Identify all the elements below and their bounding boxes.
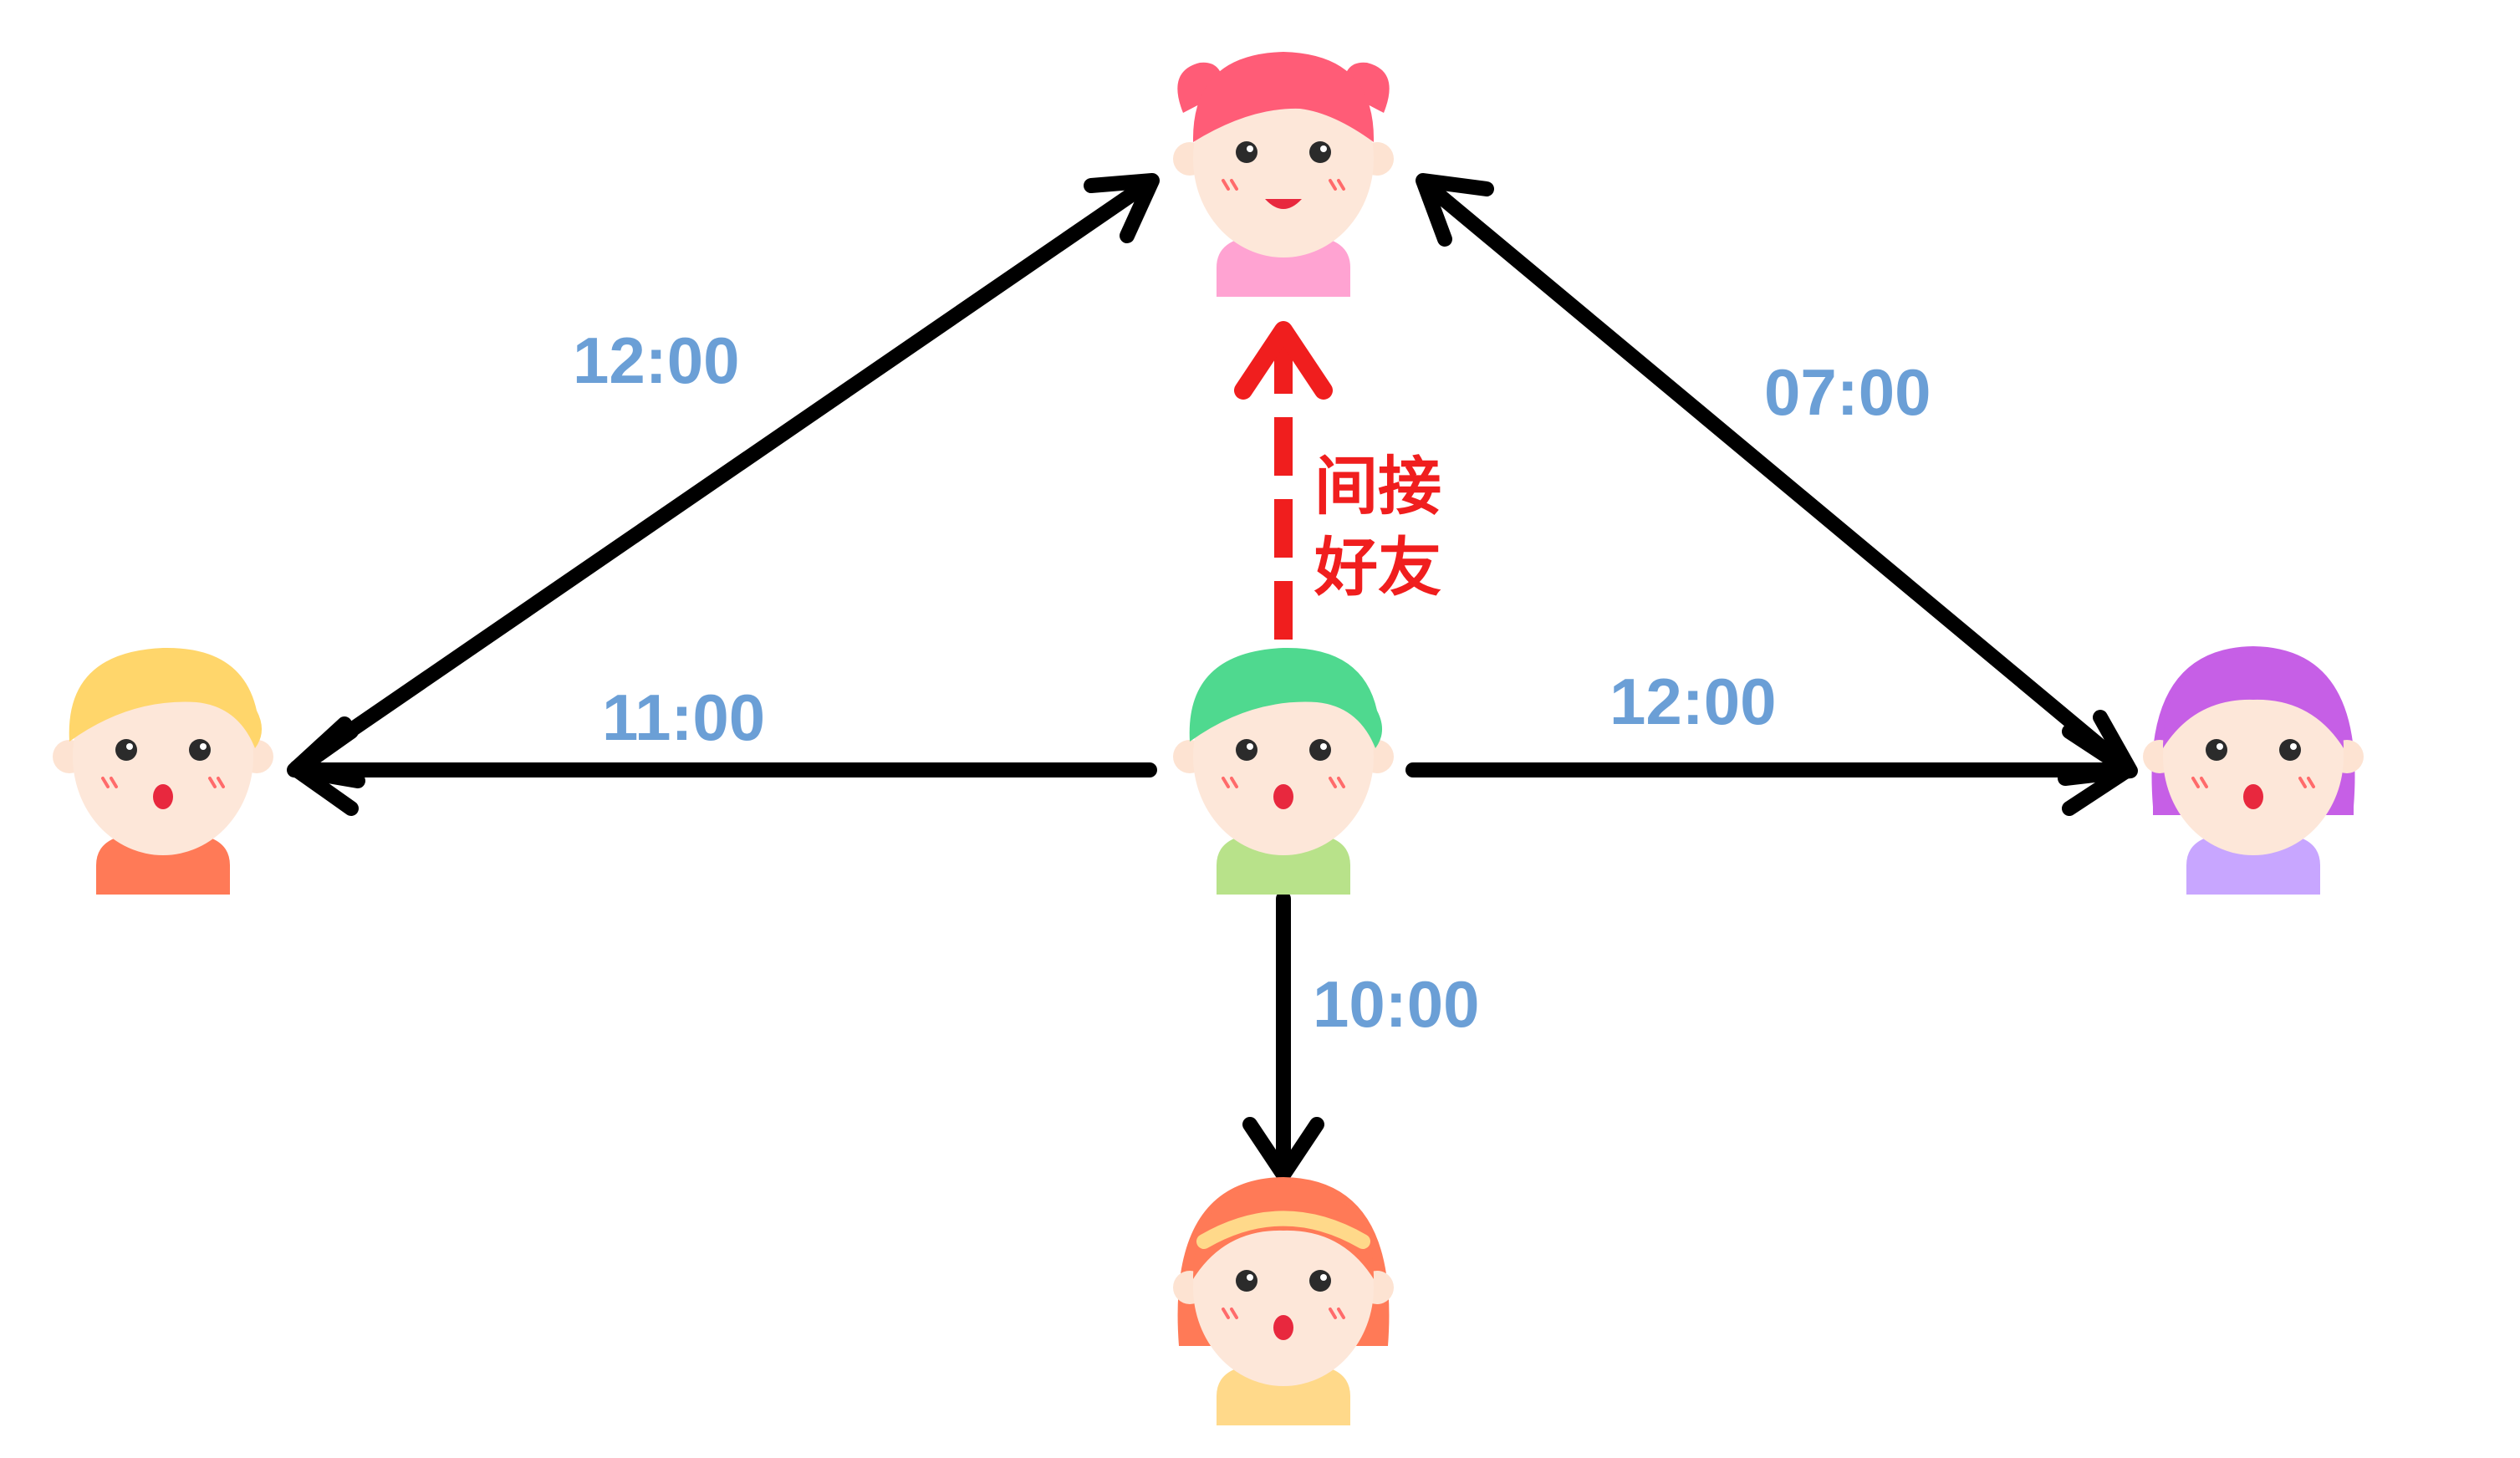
edge-center-to-bottom (1242, 891, 1324, 1182)
arrows (287, 173, 2138, 1182)
boy-icon (51, 647, 275, 895)
edge-right-top (1416, 173, 2138, 786)
arrowhead-left-from-top (287, 716, 365, 788)
time-label-left-top: 12:00 (573, 324, 740, 397)
arrowhead-right-from-top (2058, 710, 2138, 786)
edge-center-to-right (1405, 724, 2135, 816)
time-label-center-bottom: 10:00 (1313, 967, 1480, 1041)
arrowhead-top-from-left (1084, 173, 1160, 243)
avatar-center-boy (1171, 647, 1395, 895)
girl-bob-icon (2141, 646, 2365, 895)
avatar-right-girl (2141, 646, 2365, 895)
avatar-bottom-girl (1171, 1177, 1395, 1425)
indirect-friend-label-line2: 好友 (1314, 530, 1441, 604)
arrowhead-down (1242, 1117, 1324, 1182)
boy-icon (1171, 647, 1395, 895)
time-label-center-left: 11:00 (602, 681, 765, 754)
time-label-center-right: 12:00 (1609, 665, 1777, 738)
arrowhead-indirect-up (1234, 321, 1333, 400)
time-label-right-top: 07:00 (1764, 355, 1931, 429)
girl-pigtails-icon (1171, 52, 1395, 297)
avatar-top-girl (1171, 52, 1395, 297)
edge-labels: 11:00 12:00 10:00 12:00 07:00 间接 好友 (573, 324, 1931, 1041)
girl-headband-icon (1171, 1177, 1395, 1425)
edge-left-top (287, 173, 1160, 788)
edge-indirect (1234, 321, 1333, 640)
indirect-friend-label-line1: 间接 (1314, 449, 1441, 523)
avatar-left-boy (51, 647, 275, 895)
arrowhead-top-from-right (1416, 173, 1494, 247)
